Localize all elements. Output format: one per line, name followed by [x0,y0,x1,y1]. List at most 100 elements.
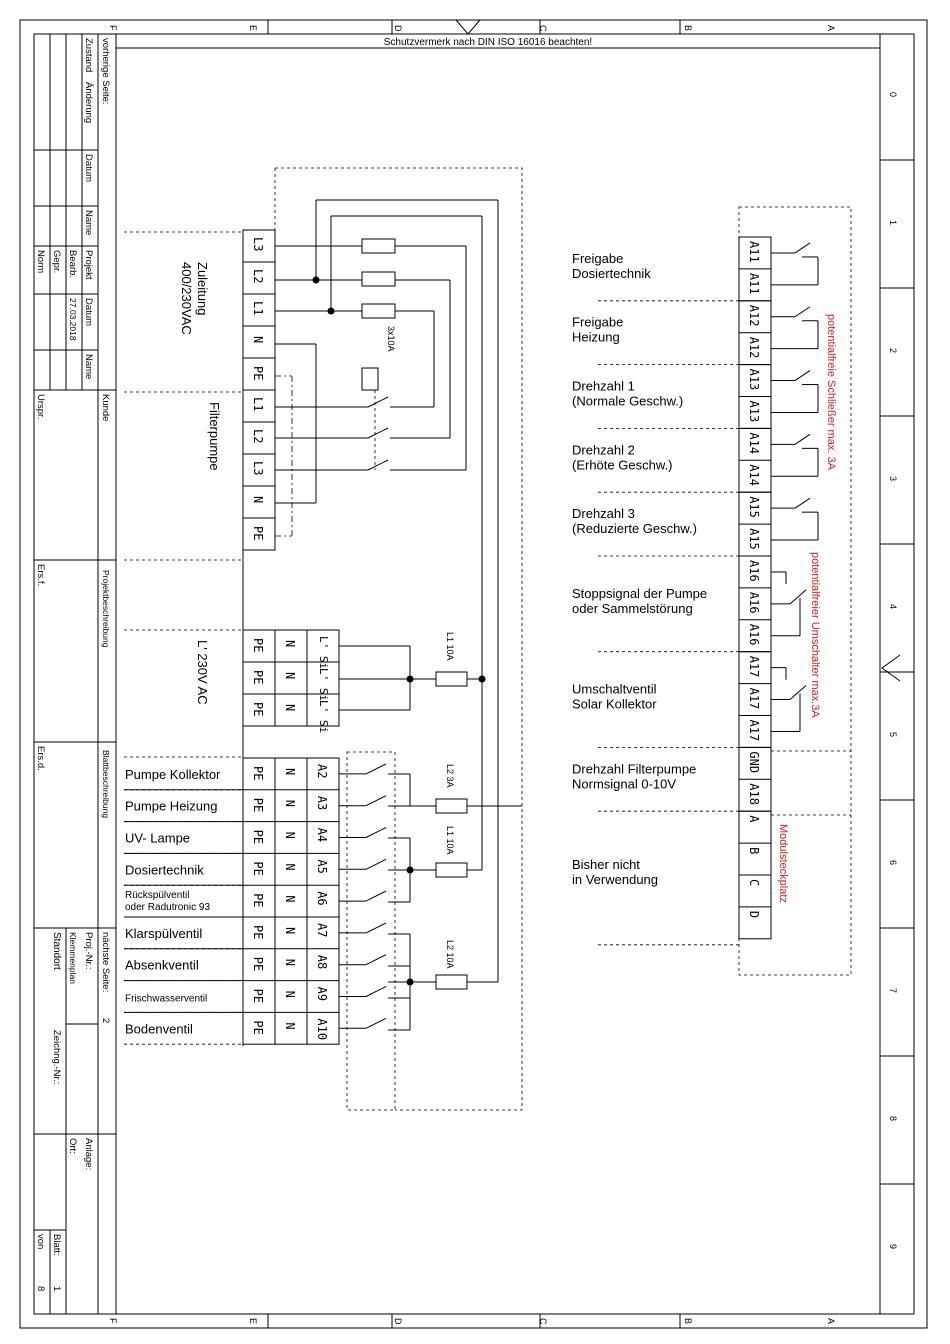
nc-contact [794,242,811,254]
output-terminal-a: A5 [315,859,329,873]
right-group-label: Umschaltventil [572,682,657,697]
nc-contact [794,306,811,318]
ac-pe-2: PE [251,670,265,684]
output-label: Klarspülventil [125,926,202,941]
output-terminal-n: N [283,832,297,839]
relay-contact [365,858,387,870]
output-terminal-n: N [283,1022,297,1029]
col-label-bottom-b: B [683,1318,693,1324]
prev-page-label: vorherige Seite: [100,38,111,105]
fuse-l1-mid-label: L1 10A [445,826,455,855]
output-terminal-pe: PE [251,1020,265,1034]
right-group-label: Bisher nicht [572,857,640,872]
supply-terminal-l2: L2 [251,269,265,283]
output-terminal-a: A10 [315,1018,329,1040]
right-group-label: Drehzahl 1 [572,379,635,394]
next-page-label: nächste Seite: [100,932,111,992]
fuse-l2-3a-label: L2 3A [445,764,455,788]
ac-pe-3: PE [251,702,265,716]
right-group-label: Drehzahl Filterpumpe [572,761,696,776]
note-changeover: potentialfreier Umschalter max.3A [809,552,821,718]
right-terminal-label: A14 [747,432,761,454]
nc-contact [794,497,811,509]
project-label: Projekt [83,250,94,280]
sheet-label: Blatt: [51,1234,62,1256]
col-label-bottom-c: C [538,1318,548,1325]
output-terminal-pe: PE [251,766,265,780]
output-label-line2: oder Radutronic 93 [125,902,210,913]
output-terminal-n: N [283,991,297,998]
right-group-label-line2: Solar Kollektor [572,697,657,712]
output-terminal-n: N [283,895,297,902]
right-group-label-line2: oder Sammelstörung [572,601,693,616]
of-value: 8 [35,1286,46,1291]
right-group-label: Freigabe [572,251,623,266]
right-terminal-label: A13 [747,401,761,423]
ac-l-3: L' Si [317,700,330,733]
col-label-top-a: A [826,25,836,31]
date-label: Datum [83,298,94,326]
changeover-contact [789,589,807,605]
relay-contact [365,922,387,934]
output-wiring: L2 3A L1 10A L2 10A [388,764,522,1031]
row-label-3: 3 [888,476,898,481]
ac-terminal-block: L' 230V AC PE N L' Si PE N L' Si PE N L'… [124,629,486,758]
output-terminal-n: N [283,959,297,966]
right-terminal-label: A16 [747,592,761,614]
relay-contact [365,763,387,775]
origin-label: Urspr. [35,394,46,419]
right-group-label-line2: Heizung [572,330,620,345]
output-terminal-n: N [283,768,297,775]
row-label-9: 9 [888,1244,898,1249]
row-label-7: 7 [888,988,898,993]
relay-contact [365,954,387,966]
nc-contact [794,370,811,381]
output-terminal-a: A8 [315,955,329,969]
row-label-5: 5 [888,732,898,737]
pump-terminal-pe: PE [251,526,265,540]
row-label-8: 8 [888,1116,898,1121]
output-label: Rückspülventil [125,890,189,901]
right-terminal-label: A12 [747,337,761,359]
supply-terminal-n: N [251,336,265,343]
name-label: Name [83,354,94,379]
title-block: vorherige Seite: Zustand Änderung Datum … [34,34,116,1314]
location: Standort [51,932,62,970]
right-group-label-line2: (Erhöte Geschw.) [572,457,672,472]
right-terminal-label: A13 [747,369,761,391]
ac-pe-1: PE [251,638,265,652]
output-terminal-pe: PE [251,989,265,1003]
ac-l-1: L' Si [317,636,330,669]
col-label-bottom-f: F [108,1318,118,1324]
right-terminal-label: A11 [747,241,761,263]
col-label-top-d: D [393,25,403,32]
right-terminal-label: A15 [747,528,761,550]
row-label-4: 4 [888,604,898,609]
drawing-frame [19,19,928,1329]
replacement-for-label: Ers.f. [35,564,46,586]
right-terminal-label: A17 [747,688,761,710]
supply-label-1: Zuleitung [195,262,210,315]
row-label-1: 1 [888,220,898,225]
changeover-contact [789,685,807,700]
of-label: von [35,1234,46,1249]
right-terminal-label: C [747,879,761,886]
ac-n-3: N [283,704,297,711]
output-label: Absenkventil [125,958,199,973]
col-label-bottom-d: D [393,1318,403,1325]
output-terminal-pe: PE [251,830,265,844]
proj-no-label: Proj.-Nr.: [83,932,94,969]
right-group-label-line2: (Normale Geschw.) [572,394,683,409]
right-terminal-area: A11A11FreigabeDosiertechnikA12A12Freigab… [572,206,852,976]
right-group-label-line2: Dosiertechnik [572,266,651,281]
next-page-value: 2 [100,1018,111,1023]
right-terminal-label: A16 [747,624,761,646]
relay-contact [365,890,387,902]
right-terminal-label: A11 [747,273,761,295]
output-terminal-a: A2 [315,764,329,778]
right-terminal-label: B [747,847,761,854]
output-terminal-a: A3 [315,796,329,810]
supply-wiring: 3x10A [275,199,499,982]
replaced-by-label: Ers.d. [35,746,46,771]
